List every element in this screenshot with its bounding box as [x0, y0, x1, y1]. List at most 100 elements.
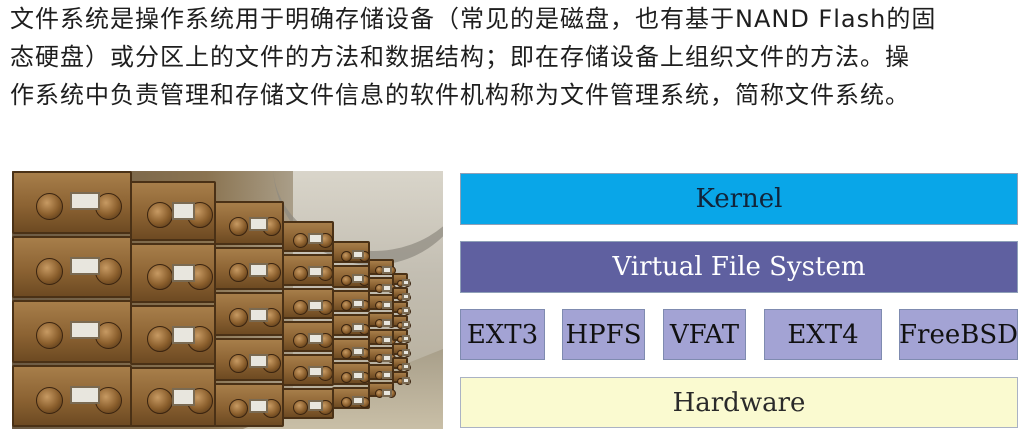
drawer-knob	[293, 266, 308, 282]
drawer-label-plate	[402, 307, 410, 314]
drawer	[12, 364, 132, 427]
drawer-label-plate	[172, 326, 195, 344]
fs-label: EXT3	[466, 319, 539, 350]
drawer-knob	[36, 193, 63, 220]
drawer	[392, 329, 411, 343]
drawer	[332, 313, 370, 337]
drawer-label-plate	[402, 279, 410, 286]
drawer-label-plate	[172, 388, 195, 406]
fs-label: EXT4	[787, 319, 859, 350]
fs-label: VFAT	[669, 319, 740, 350]
drawer-knob	[341, 275, 352, 287]
drawer-knob	[293, 333, 308, 348]
drawer-label-plate	[402, 377, 410, 384]
drawer	[130, 181, 216, 241]
drawer-label-plate	[352, 322, 364, 332]
drawer	[392, 301, 411, 315]
drawer-knob	[341, 348, 352, 360]
drawer-knob	[147, 326, 173, 352]
drawer	[332, 289, 370, 312]
drawer-label-plate	[382, 371, 392, 379]
drawer-knob	[341, 251, 352, 262]
drawer-knob	[36, 386, 63, 414]
drawer-label-plate	[352, 371, 364, 381]
drawer	[368, 276, 396, 293]
drawer-label-plate	[352, 298, 364, 308]
drawer	[392, 371, 411, 385]
drawer	[368, 259, 396, 275]
drawer	[214, 383, 284, 427]
drawer-knob	[36, 257, 63, 285]
drawer-label-plate	[308, 299, 323, 311]
drawer	[368, 294, 396, 310]
drawer	[282, 321, 334, 353]
drawer-knob	[293, 233, 308, 248]
drawer-knob	[147, 202, 173, 228]
drawer-label-plate	[308, 266, 323, 278]
intro-paragraph: 文件系统是操作系统用于明确存储设备（常见的是磁盘，也有基于NAND Flash的…	[10, 0, 1025, 114]
kernel-label: Kernel	[695, 184, 783, 214]
drawer-label-plate	[70, 385, 100, 404]
fs-box-ext3: EXT3	[460, 309, 545, 360]
drawer	[12, 235, 132, 298]
drawer-label-plate	[70, 321, 100, 339]
drawer	[368, 381, 396, 398]
drawer-knob	[293, 366, 308, 382]
drawer-label-plate	[352, 347, 364, 357]
drawer-label-plate	[172, 264, 195, 282]
drawer	[214, 246, 284, 291]
drawer-label-plate	[308, 233, 323, 244]
vfs-label: Virtual File System	[612, 252, 866, 282]
drawer-knob	[229, 399, 248, 419]
drawer	[392, 315, 411, 329]
drawer-label-plate	[70, 192, 100, 210]
drawer-knob	[341, 396, 352, 408]
drawer-label-plate	[249, 308, 268, 323]
drawer	[282, 387, 334, 419]
drawer-label-plate	[70, 256, 100, 275]
drawer	[130, 243, 216, 303]
drawer-label-plate	[308, 366, 323, 378]
fs-box-hpfs: HPFS	[562, 309, 645, 360]
drawer-knob	[229, 262, 248, 282]
drawer-label-plate	[382, 353, 392, 362]
drawer	[214, 292, 284, 336]
paragraph-line-3: 作系统中负责管理和存储文件信息的软件机构称为文件管理系统，简称文件系统。	[10, 81, 910, 109]
drawer-label-plate	[382, 283, 392, 292]
drawer-label-plate	[382, 318, 392, 327]
drawer-label-plate	[382, 388, 392, 397]
drawer	[392, 287, 411, 301]
drawer-label-plate	[249, 262, 268, 277]
drawer	[282, 354, 334, 386]
drawer	[282, 254, 334, 286]
drawer	[368, 364, 396, 380]
drawer	[282, 221, 334, 253]
drawer-knob	[229, 353, 248, 373]
drawer	[368, 329, 396, 345]
drawer-label-plate	[352, 274, 364, 284]
drawer-label-plate	[308, 399, 323, 411]
drawer	[368, 311, 396, 328]
drawer-label-plate	[402, 293, 410, 300]
kernel-layer: Kernel	[460, 173, 1018, 225]
drawer-knob	[293, 299, 308, 315]
drawer-knob	[229, 308, 248, 328]
fs-label: FreeBSD	[899, 319, 1019, 350]
drawer-label-plate	[352, 395, 364, 405]
drawer	[332, 241, 370, 264]
drawer-knob	[341, 372, 352, 384]
drawer-label-plate	[402, 349, 410, 356]
drawer-knob	[147, 388, 173, 414]
drawer-label-plate	[249, 399, 268, 414]
drawer-knob	[341, 323, 352, 335]
drawer	[392, 343, 411, 357]
drawer	[282, 287, 334, 319]
drawer-label-plate	[382, 336, 392, 344]
drawer-label-plate	[249, 353, 268, 368]
vfs-layer: Virtual File System	[460, 241, 1018, 293]
drawer-label-plate	[402, 321, 410, 328]
drawer-label-plate	[172, 202, 195, 220]
fs-label: HPFS	[565, 319, 642, 350]
drawer-label-plate	[402, 335, 410, 342]
drawer	[130, 305, 216, 365]
